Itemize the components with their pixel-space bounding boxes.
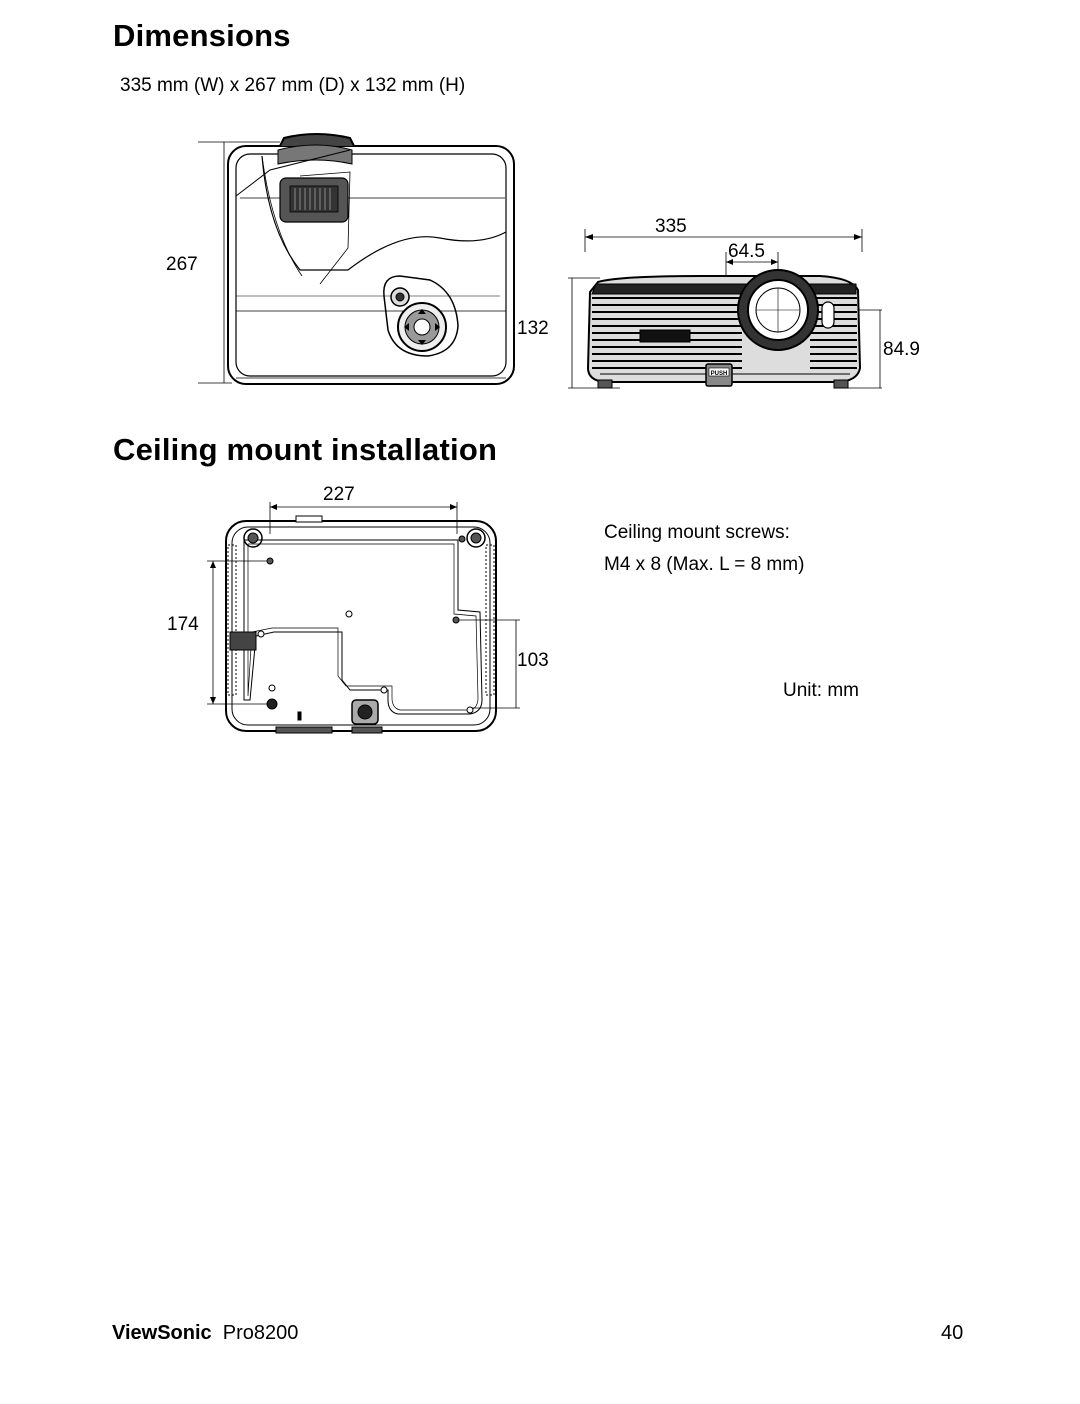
screws-spec: M4 x 8 (Max. L = 8 mm) [604,554,805,575]
footer-brand: ViewSonic Pro8200 [112,1322,298,1345]
width-label: 335 [655,216,687,237]
screws-title: Ceiling mount screws: [604,522,790,543]
depth-label: 267 [166,254,198,275]
push-label: PUSH [711,371,728,377]
projector-front-view: PUSH [568,229,882,389]
unit-note: Unit: mm [783,680,859,701]
brand-name: ViewSonic [112,1322,212,1344]
page-number: 40 [941,1322,964,1344]
hole-offset-label: 103 [517,650,549,671]
height-label: 132 [517,318,549,339]
dimensions-heading: Dimensions [113,18,291,53]
model-name: Pro8200 [222,1322,299,1344]
technical-drawings: PUSH [198,133,882,734]
lens-offset-label: 64.5 [728,241,765,262]
projector-top-view [198,133,515,385]
hole-depth-label: 174 [167,614,199,635]
ceiling-mount-heading: Ceiling mount installation [113,432,498,467]
overall-dimensions-text: 335 mm (W) x 267 mm (D) x 132 mm (H) [120,75,466,96]
projector-bottom-view [207,502,520,734]
lens-height-label: 84.9 [883,339,920,360]
hole-width-label: 227 [323,484,355,505]
